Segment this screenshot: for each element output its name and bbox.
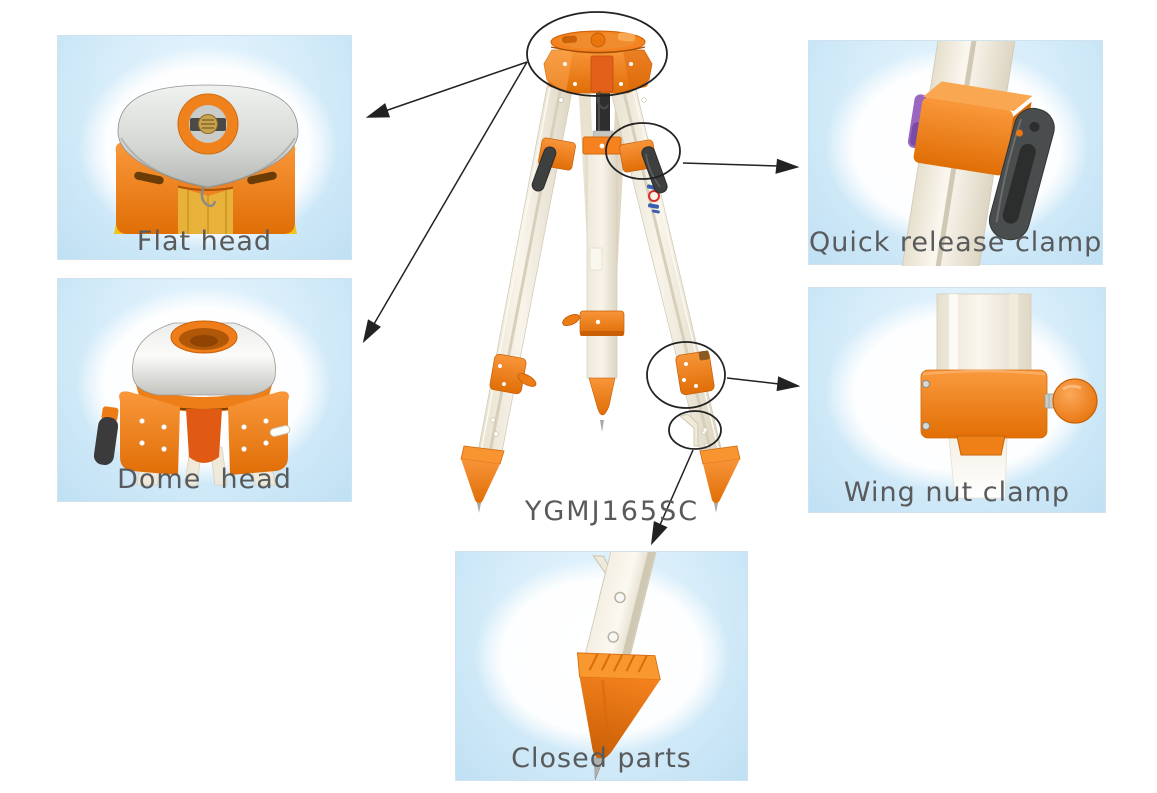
slot-right (269, 425, 291, 437)
model-number: YGMJ165SC (524, 496, 700, 527)
arrow-to-dome-head (362, 61, 528, 344)
plumb-hook (200, 185, 217, 208)
circle-leg-hook (668, 410, 722, 450)
left-quick-release-clamp (531, 137, 576, 192)
flat-head-photo (78, 46, 338, 250)
side-knob (93, 417, 119, 465)
spike-tip (594, 757, 604, 780)
rivets (563, 62, 633, 86)
wing-right (228, 391, 289, 475)
clamp-top-face (923, 81, 1033, 112)
dome-head-photo (76, 287, 332, 486)
annotation-circles (526, 11, 726, 450)
flat-head-label: Flat head (136, 226, 273, 258)
wing-nut-clamp-photo (825, 293, 1098, 499)
callout-quick-release-clamp: Quick release clamp (808, 40, 1103, 266)
foot-cap (576, 652, 661, 681)
dome-head-label: Dome head (117, 464, 292, 496)
column-sticker (589, 247, 603, 271)
arrow-to-closed-parts (650, 449, 694, 546)
release-lever (988, 107, 1055, 241)
clamp-body (913, 97, 1014, 176)
right-foot (699, 445, 741, 513)
head-strap (590, 55, 614, 93)
rivets (607, 591, 626, 643)
right-leg (606, 75, 723, 453)
wing-nut-clamp-label: Wing nut clamp (843, 477, 1071, 509)
circle-quick-release (605, 122, 681, 180)
foot-wedge (579, 677, 661, 760)
closed-parts-label: Closed parts (511, 743, 692, 775)
leg-hook (678, 413, 699, 447)
arrow-to-wing-nut (726, 376, 801, 392)
right-wing-nut-clamp (675, 350, 715, 396)
circle-wing-nut (646, 341, 726, 409)
column-clamp (562, 310, 625, 336)
rivets (490, 97, 564, 437)
rivets (139, 418, 269, 452)
arrow-to-quick-release (682, 158, 800, 174)
circle-head (526, 11, 668, 97)
dome-head-illustration (93, 320, 291, 486)
quick-release-illustration (899, 41, 1055, 266)
callout-flat-head: Flat head (57, 35, 352, 260)
flat-head-illustration (114, 84, 299, 234)
callout-wing-nut-clamp: Wing nut clamp (808, 287, 1106, 513)
wing-left (119, 391, 180, 475)
wing-nut-illustration (920, 293, 1098, 499)
center-strap (186, 409, 222, 463)
clamp-tab (956, 435, 1006, 456)
right-quick-release-clamp (619, 139, 668, 194)
screws (922, 380, 930, 430)
annotation-arrows (362, 61, 801, 546)
head-center-boss (590, 32, 606, 48)
tripod-head (543, 30, 653, 110)
callout-closed-parts: Closed parts (455, 551, 748, 781)
dome-plate (132, 322, 276, 396)
callout-dome-head: Dome head (57, 278, 352, 502)
column-tip (588, 377, 616, 416)
closed-parts-photo (474, 552, 730, 780)
arrow-to-flat-head (365, 61, 528, 118)
quick-release-clamp-photo (825, 41, 1089, 266)
left-foot (460, 445, 505, 513)
slot-right (247, 171, 277, 185)
left-leg (477, 75, 576, 453)
column-spike (600, 420, 604, 432)
left-wing-nut-clamp (489, 353, 537, 395)
closed-parts-illustration (576, 552, 661, 780)
quick-release-clamp-label: Quick release clamp (809, 227, 1103, 259)
center-column (562, 88, 625, 432)
slot-left (134, 171, 164, 185)
